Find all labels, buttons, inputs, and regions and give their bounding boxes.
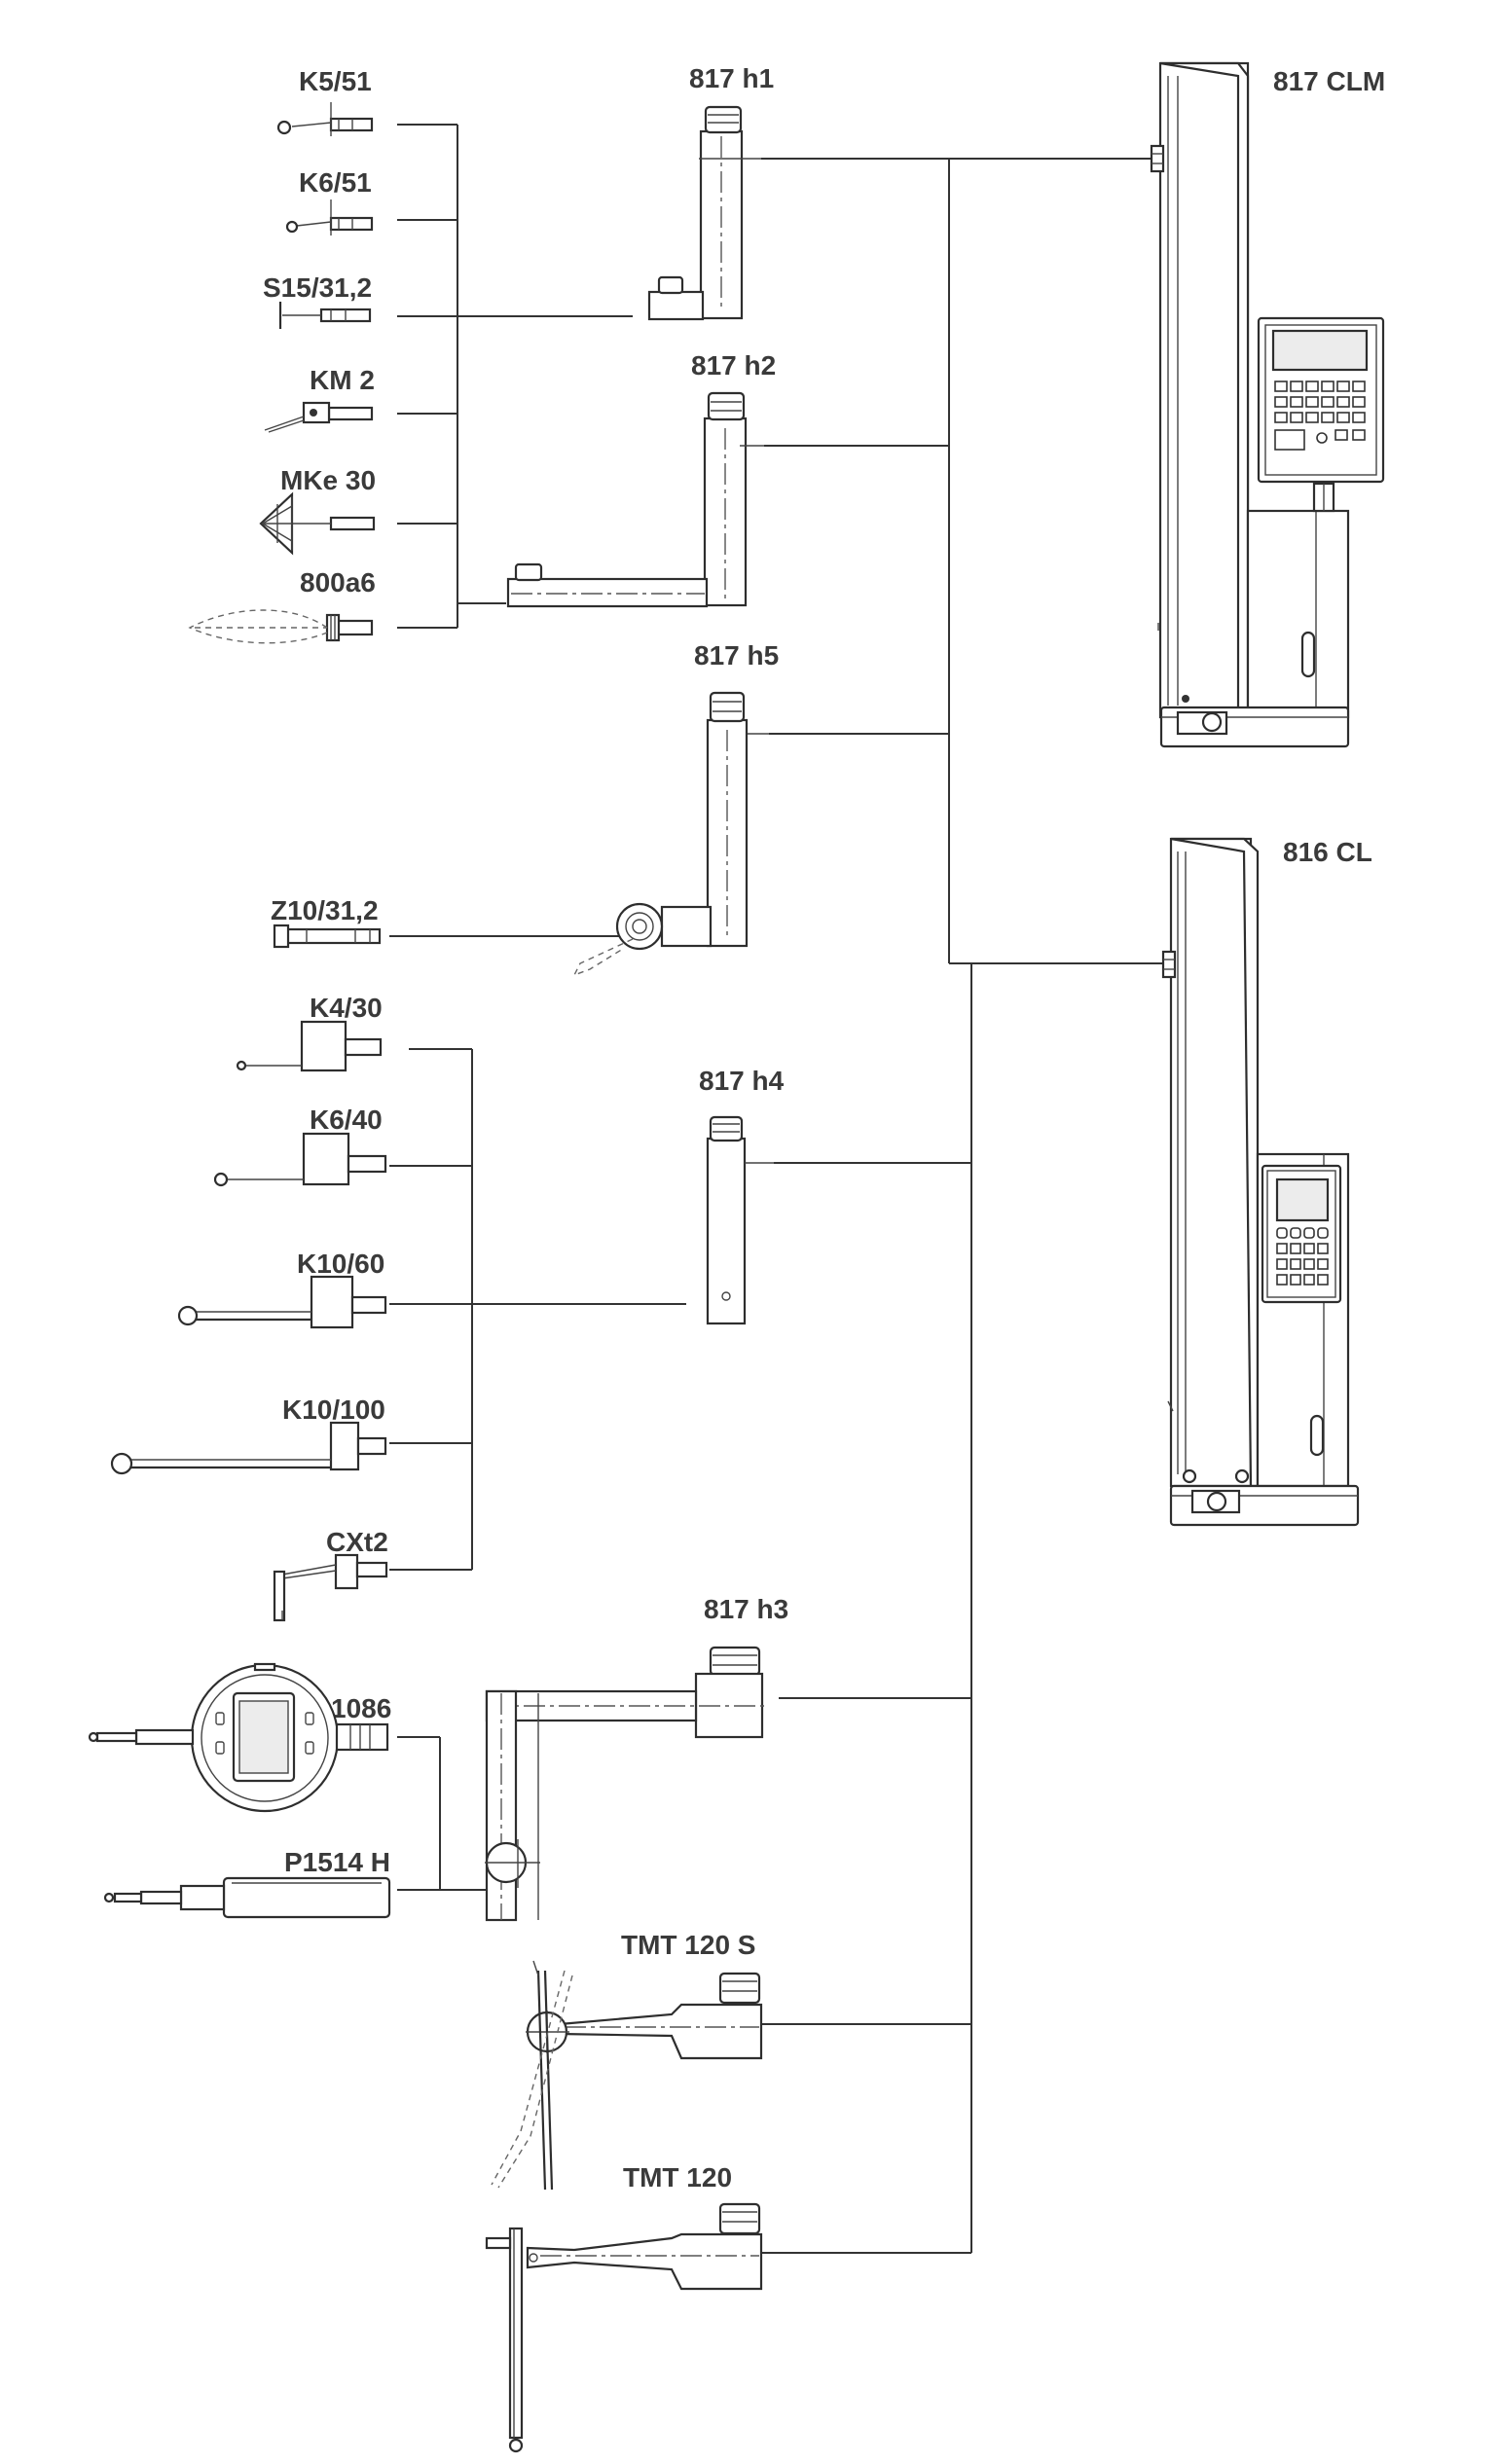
stylus-k10-100 — [110, 1421, 387, 1475]
label-816-cl: 816 CL — [1283, 837, 1372, 867]
label-tmt-120-s: TMT 120 S — [621, 1930, 755, 1960]
stylus-z10-31-2 — [273, 924, 382, 949]
label-mke30: MKe 30 — [280, 465, 376, 495]
stylus-k4-30 — [236, 1020, 383, 1072]
label-k10-60: K10/60 — [297, 1249, 384, 1279]
stylus-k10-60 — [177, 1275, 387, 1329]
digital-indicator-1086 — [88, 1662, 389, 1813]
lever-gauge-p1514h — [103, 1876, 391, 1919]
label-km2: KM 2 — [310, 365, 375, 395]
holder-817-h5 — [572, 691, 769, 977]
holder-817-h1 — [647, 105, 761, 321]
label-817-h3: 817 h3 — [704, 1594, 788, 1624]
stylus-km2 — [264, 401, 374, 433]
label-817-clm: 817 CLM — [1273, 66, 1385, 96]
label-817-h1: 817 h1 — [689, 63, 774, 93]
stylus-800a6 — [188, 609, 374, 644]
label-z10-31-2: Z10/31,2 — [271, 895, 379, 925]
label-k6-51: K6/51 — [299, 167, 372, 198]
height-gauge-816-cl — [1161, 837, 1360, 1527]
label-p1514h: P1514 H — [284, 1847, 390, 1877]
label-800a6: 800a6 — [300, 567, 376, 598]
cl-keypad — [1276, 1227, 1329, 1286]
label-817-h5: 817 h5 — [694, 640, 779, 670]
label-k5-51: K5/51 — [299, 66, 372, 96]
holder-817-h3 — [485, 1646, 769, 1922]
stylus-k6-40 — [213, 1132, 387, 1187]
stylus-k6-51 — [285, 199, 374, 236]
holder-tmt-120-s — [491, 1960, 763, 2191]
stylus-k5-51 — [276, 102, 374, 136]
label-k4-30: K4/30 — [310, 993, 383, 1023]
label-tmt-120: TMT 120 — [623, 2162, 732, 2192]
stylus-cxt2 — [273, 1553, 388, 1622]
stylus-s15-31-2 — [278, 302, 372, 329]
label-817-h2: 817 h2 — [691, 350, 776, 380]
label-817-h4: 817 h4 — [699, 1066, 785, 1096]
label-k6-40: K6/40 — [310, 1105, 383, 1135]
height-gauge-817-clm — [1150, 61, 1385, 748]
holder-tmt-120 — [485, 2202, 763, 2453]
stylus-mke30 — [259, 491, 376, 556]
label-k10-100: K10/100 — [282, 1395, 385, 1425]
label-1086: 1086 — [331, 1693, 391, 1723]
clm-keypad — [1274, 380, 1366, 451]
label-s15-31-2: S15/31,2 — [263, 272, 372, 303]
connector-lines — [389, 124, 1163, 2254]
label-cxt2: CXt2 — [326, 1527, 388, 1557]
holder-817-h4 — [706, 1115, 774, 1325]
holder-817-h2 — [506, 391, 764, 608]
